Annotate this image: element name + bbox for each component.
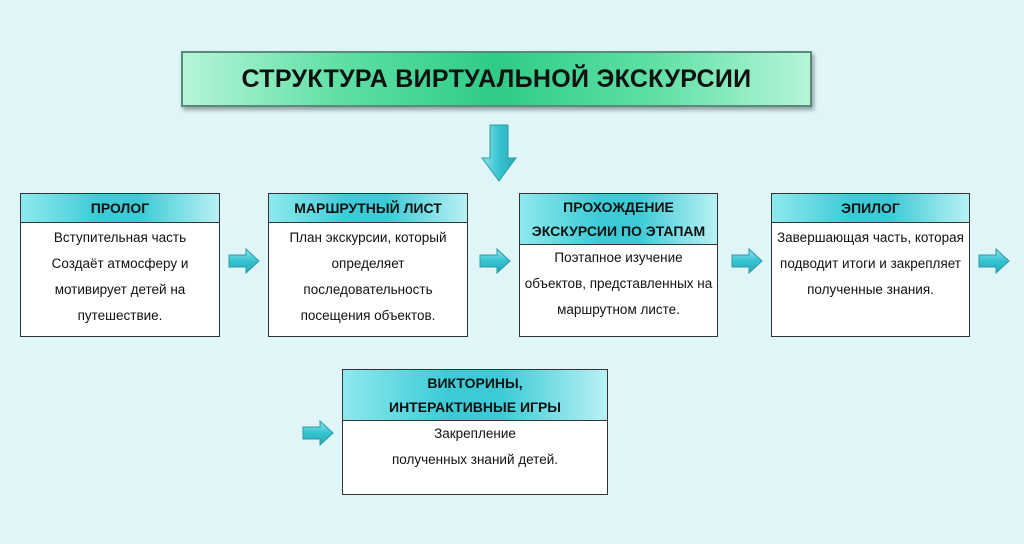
body-line: полученные знания. (807, 282, 934, 297)
body-line: План экскурсии, который (289, 230, 447, 245)
body-line: путешествие. (77, 308, 163, 323)
body-line: Завершающая часть, которая (777, 230, 964, 245)
heading-line: ЭКСКУРСИИ ПО ЭТАПАМ (531, 223, 706, 239)
diagram-title: СТРУКТУРА ВИРТУАЛЬНОЙ ЭКСКУРСИИ (241, 64, 752, 93)
body-line: объектов, представленных на (524, 276, 713, 291)
body-line: мотивирует детей на (54, 282, 186, 297)
arrow-right-icon (479, 248, 511, 274)
arrow-right-icon (978, 248, 1010, 274)
stage-card-prologue: ПРОЛОГ Вступительная часть Создаёт атмос… (20, 193, 220, 337)
body-line: полученных знаний детей. (391, 452, 558, 467)
body-line: Поэтапное изучение (554, 250, 683, 265)
stage-card-route-sheet: МАРШРУТНЫЙ ЛИСТ План экскурсии, который … (268, 193, 468, 337)
stage-card-epilogue: ЭПИЛОГ Завершающая часть, которая подвод… (771, 193, 970, 337)
body-line: Закрепление (434, 426, 516, 441)
arrow-right-icon (731, 248, 763, 274)
arrow-right-icon (228, 248, 260, 274)
stage-heading: МАРШРУТНЫЙ ЛИСТ (269, 194, 467, 223)
arrow-right-icon (302, 420, 334, 446)
stage-description: Завершающая часть, которая подводит итог… (772, 223, 969, 303)
stage-description: Вступительная часть Создаёт атмосферу и … (21, 223, 219, 329)
title-banner: СТРУКТУРА ВИРТУАЛЬНОЙ ЭКСКУРСИИ (181, 51, 812, 107)
stage-card-quizzes: ВИКТОРИНЫ, ИНТЕРАКТИВНЫЕ ИГРЫ Закреплени… (342, 369, 608, 495)
body-line: Вступительная часть (53, 230, 187, 245)
heading-line: ЭПИЛОГ (841, 200, 900, 216)
heading-line: ПРОХОЖДЕНИЕ (563, 199, 674, 215)
stage-card-stages: ПРОХОЖДЕНИЕ ЭКСКУРСИИ ПО ЭТАПАМ Поэтапно… (519, 193, 718, 337)
body-line: подводит итоги и закрепляет (780, 256, 961, 271)
stage-heading: ВИКТОРИНЫ, ИНТЕРАКТИВНЫЕ ИГРЫ (343, 370, 607, 421)
stage-heading: ПРОЛОГ (21, 194, 219, 223)
heading-line: ВИКТОРИНЫ, (427, 375, 523, 391)
body-line: маршрутном листе. (557, 302, 680, 317)
body-line: посещения объектов. (300, 308, 436, 323)
stage-description: Закрепление полученных знаний детей. (343, 421, 607, 473)
body-line: последовательность (303, 282, 433, 297)
heading-line: МАРШРУТНЫЙ ЛИСТ (294, 200, 442, 216)
arrow-down-icon (481, 124, 517, 182)
stage-description: План экскурсии, который определяет после… (269, 223, 467, 329)
heading-line: ПРОЛОГ (90, 200, 150, 216)
body-line: Создаёт атмосферу и (51, 256, 189, 271)
heading-line: ИНТЕРАКТИВНЫЕ ИГРЫ (389, 399, 561, 415)
body-line: определяет (331, 256, 405, 271)
stage-heading: ПРОХОЖДЕНИЕ ЭКСКУРСИИ ПО ЭТАПАМ (520, 194, 717, 245)
stage-heading: ЭПИЛОГ (772, 194, 969, 223)
stage-description: Поэтапное изучение объектов, представлен… (520, 245, 717, 323)
